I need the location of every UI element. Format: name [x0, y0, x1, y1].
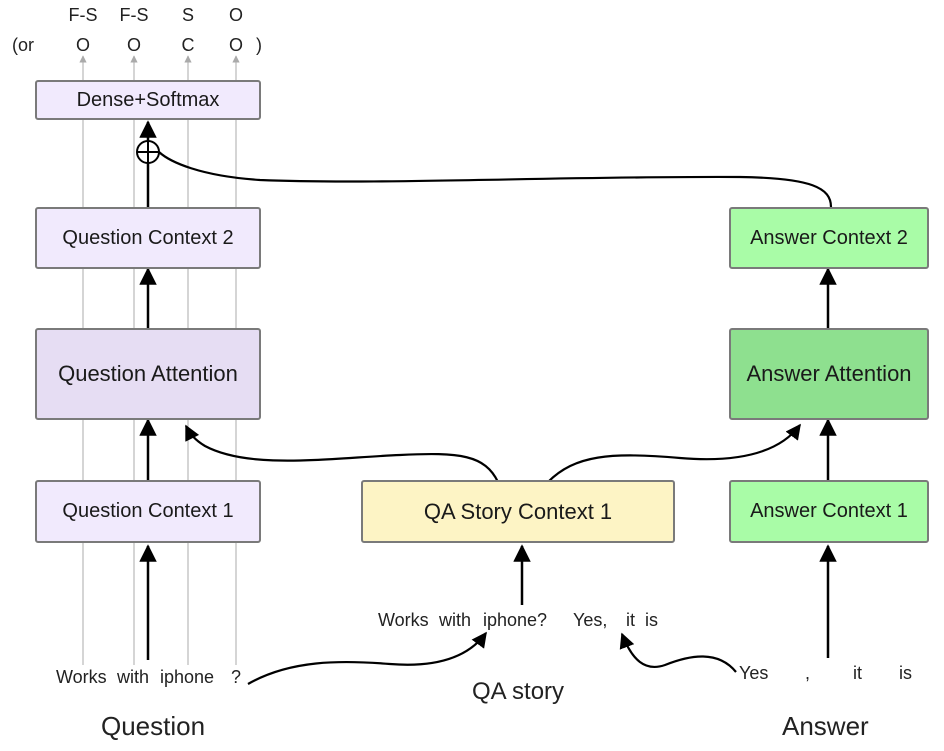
tag-row1-iphone: S	[181, 5, 195, 25]
question-word-iphone: iphone	[160, 667, 215, 687]
tag-row2-iphone: C	[181, 35, 195, 55]
answer-context-2-box: Answer Context 2	[729, 207, 929, 269]
curve-question-to-story	[247, 631, 487, 685]
question-context-1-box: Question Context 1	[35, 480, 261, 543]
story-word-is: is	[645, 610, 658, 630]
tag-row2-with: O	[126, 35, 142, 55]
tag-row1-with: F-S	[119, 5, 149, 25]
qa-story-context-1-box: QA Story Context 1	[361, 480, 675, 543]
story-word-iphone: iphone?	[483, 610, 548, 630]
section-label-answer: Answer	[782, 711, 869, 741]
question-word-works: Works	[56, 667, 107, 687]
dense-softmax-box: Dense+Softmax	[35, 80, 261, 120]
concat-plus-icon	[136, 140, 160, 164]
section-label-story: QA story	[472, 678, 565, 705]
answer-word-it: it	[853, 663, 862, 683]
story-word-works: Works	[378, 610, 429, 630]
tag-row2-suffix: )	[256, 35, 262, 55]
answer-word-comma: ,	[805, 663, 811, 683]
tag-row1-works: F-S	[68, 5, 98, 25]
tag-row2-prefix: (or	[12, 35, 34, 55]
question-word-question-mark: ?	[231, 667, 242, 687]
curve-story-to-a-att	[547, 423, 801, 483]
curve-story-to-q-att	[185, 424, 499, 483]
story-word-with: with	[439, 610, 472, 630]
tag-row1-question-mark: O	[228, 5, 244, 25]
section-label-question: Question	[101, 711, 206, 741]
curve-answer-to-story	[619, 632, 737, 673]
question-context-2-box: Question Context 2	[35, 207, 261, 269]
question-attention-box: Question Attention	[35, 328, 261, 420]
curve-a-ctx2-to-plus	[158, 151, 833, 208]
question-word-with: with	[117, 667, 150, 687]
tag-row2-works: O	[75, 35, 91, 55]
answer-context-1-box: Answer Context 1	[729, 480, 929, 543]
answer-word-is: is	[899, 663, 912, 683]
story-word-it: it	[626, 610, 635, 630]
answer-attention-box: Answer Attention	[729, 328, 929, 420]
tag-row2-question-mark: O	[228, 35, 244, 55]
answer-word-yes: Yes	[739, 663, 769, 683]
story-word-yes: Yes,	[573, 610, 608, 630]
